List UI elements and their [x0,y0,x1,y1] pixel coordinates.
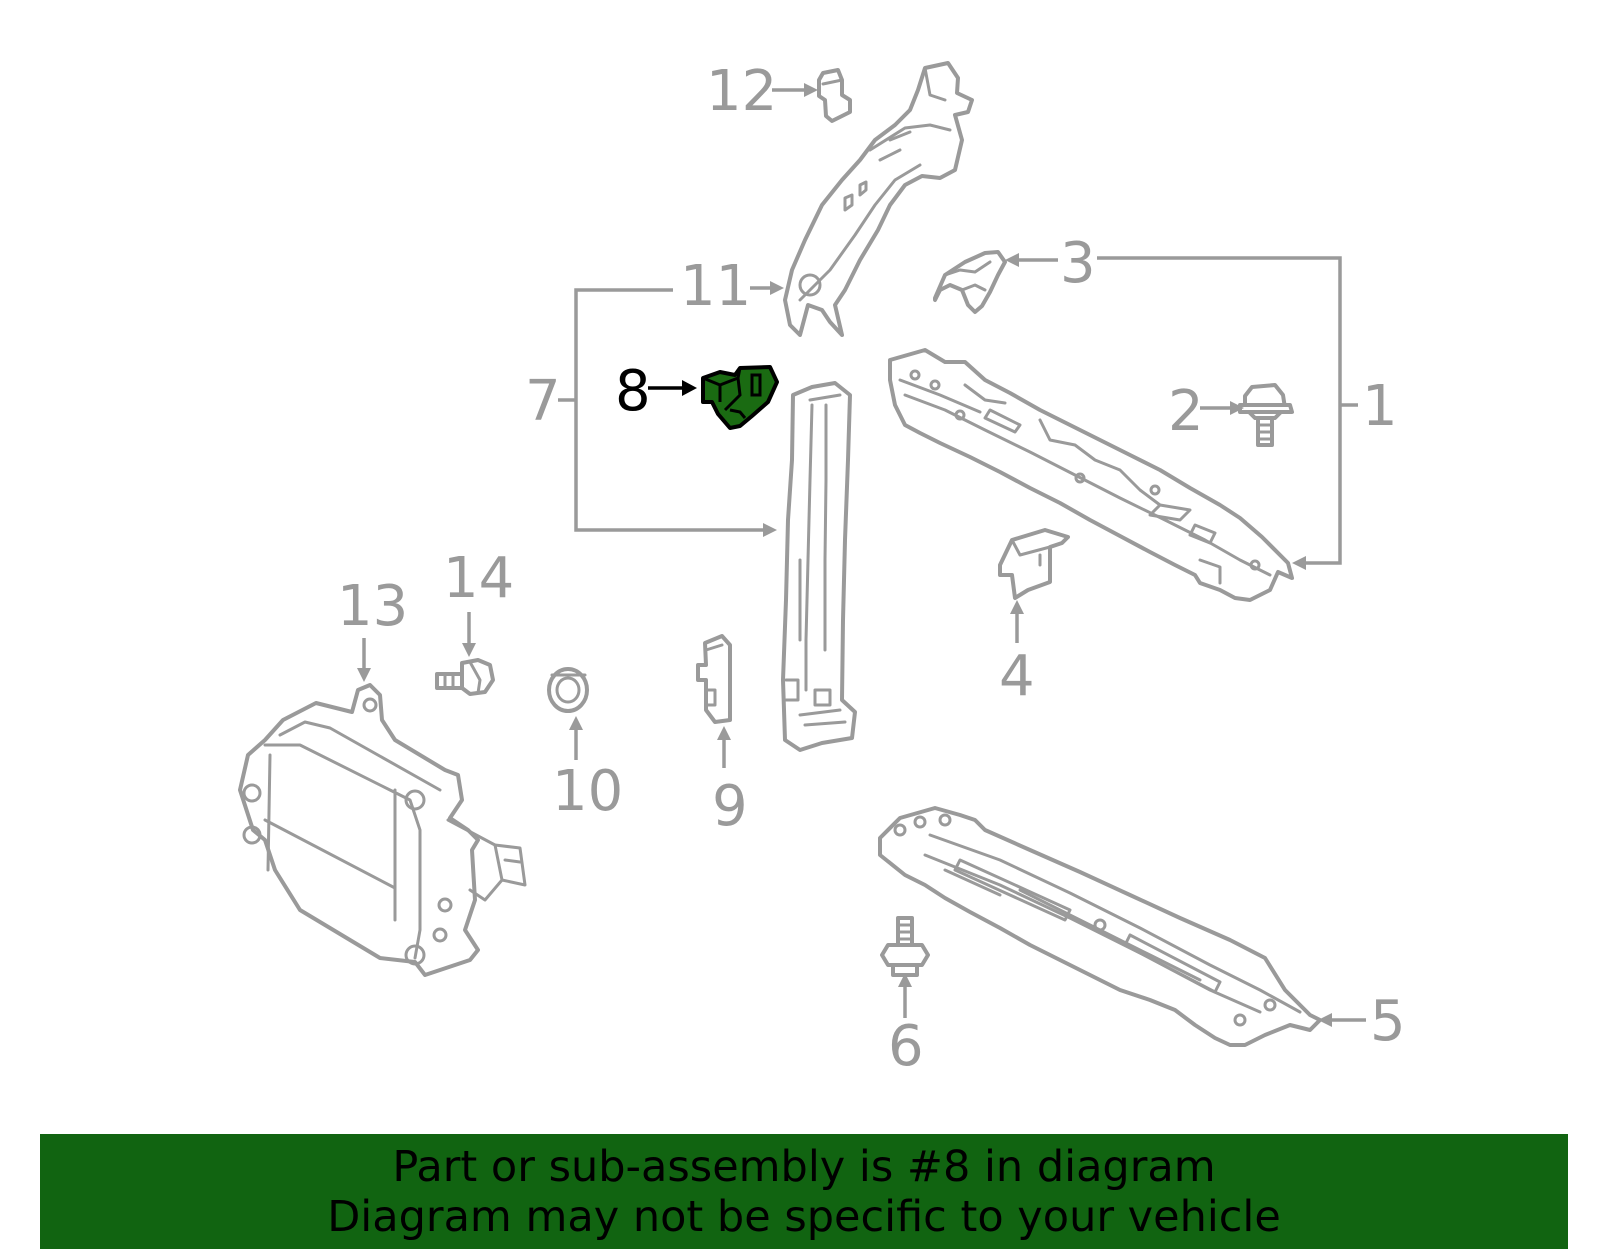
label-6: 6 [888,973,924,1079]
part-3-gusset [933,250,1007,314]
label-9: 9 [712,726,748,839]
label-7: 7 [525,288,777,537]
svg-text:10: 10 [552,759,623,824]
part-10-nut [547,667,589,713]
part-1-upper-tie-bar [888,348,1294,602]
part-8-bracket-highlighted [701,365,779,430]
svg-text:4: 4 [999,644,1035,709]
svg-text:11: 11 [680,254,751,319]
part-5-lower-tie-bar [878,806,1322,1047]
svg-text:9: 9 [712,774,748,839]
label-10: 10 [552,716,623,824]
svg-text:7: 7 [525,369,561,434]
svg-text:5: 5 [1370,989,1406,1054]
part-13-sensor-module [238,683,527,977]
label-8: 8 [615,359,697,424]
svg-text:8: 8 [615,359,651,424]
part-14-bolt [435,658,495,696]
part-12-clip [817,68,852,123]
part-11-upper-bracket [783,61,974,337]
label-2: 2 [1168,379,1244,444]
svg-text:14: 14 [443,546,514,611]
svg-text:13: 13 [337,574,408,639]
svg-text:3: 3 [1060,231,1096,296]
label-11: 11 [680,254,784,319]
label-4: 4 [999,600,1035,709]
banner-line-disclaimer: Diagram may not be specific to your vehi… [327,1191,1281,1242]
svg-text:1: 1 [1362,374,1398,439]
label-14: 14 [443,546,514,657]
part-9-clip [696,634,732,724]
label-1: 1 [1340,374,1398,439]
banner-line-part: Part or sub-assembly is #8 in diagram [392,1141,1216,1192]
part-6-bolt [880,916,930,977]
label-13: 13 [337,574,408,682]
part-7-vertical-support [781,381,857,752]
label-5: 5 [1318,989,1406,1054]
svg-text:2: 2 [1168,379,1204,444]
svg-text:12: 12 [706,59,777,124]
label-3: 3 [1005,231,1342,570]
label-12: 12 [706,59,818,124]
info-banner: Part or sub-assembly is #8 in diagram Di… [40,1134,1568,1249]
part-4-bracket [998,528,1070,600]
part-2-bolt [1238,383,1294,447]
svg-text:6: 6 [888,1014,924,1079]
